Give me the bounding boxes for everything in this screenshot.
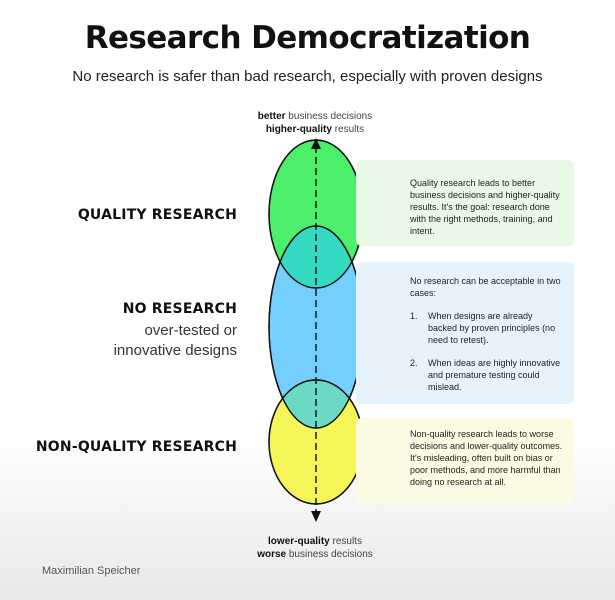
- axis-top-line-1: better business decisions: [257, 111, 373, 122]
- overlap-quality-none: [269, 226, 363, 288]
- axis-top-line-2: higher-quality results: [265, 124, 365, 135]
- axis-arrow-down-icon: [311, 511, 321, 522]
- axis-bottom-label: lower-quality results worse business dec…: [210, 535, 420, 561]
- non-quality-description-box: Non-quality research leads to worse deci…: [356, 418, 574, 504]
- quality-research-label: QUALITY RESEARCH: [77, 207, 237, 223]
- no-research-description-box: No research can be acceptable in two cas…: [356, 262, 574, 404]
- axis-top-label: better business decisions higher-quality…: [210, 110, 420, 136]
- quality-description-box: Quality research leads to better busines…: [356, 160, 574, 246]
- axis-arrow-up-icon: [311, 138, 321, 149]
- quality-description: Quality research leads to better busines…: [410, 178, 560, 236]
- non-quality-description: Non-quality research leads to worse deci…: [410, 429, 563, 487]
- no-research-sublabel-1: over-tested or: [144, 322, 237, 339]
- page-title: Research Democratization: [84, 20, 531, 56]
- axis-bottom-line-2: worse business decisions: [257, 549, 373, 560]
- no-research-cases: 1. When designs are already backed by pr…: [410, 310, 564, 393]
- list-item: 1. When designs are already backed by pr…: [410, 310, 564, 346]
- no-research-intro: No research can be acceptable in two cas…: [410, 276, 561, 298]
- page-subtitle: No research is safer than bad research, …: [72, 68, 543, 85]
- no-research-label: NO RESEARCH: [122, 301, 237, 317]
- axis-bottom-line-1: lower-quality results: [268, 536, 362, 547]
- non-quality-research-label: NON-QUALITY RESEARCH: [35, 439, 237, 455]
- author-credit: Maximilian Speicher: [42, 565, 141, 577]
- list-item-number: 2.: [410, 358, 418, 368]
- list-item: 2. When ideas are highly innovative and …: [410, 357, 564, 393]
- list-item-number: 1.: [410, 311, 418, 321]
- no-research-sublabel-2: innovative designs: [113, 342, 237, 359]
- list-item-text: When ideas are highly innovative and pre…: [428, 358, 561, 392]
- list-item-text: When designs are already backed by prove…: [428, 311, 556, 345]
